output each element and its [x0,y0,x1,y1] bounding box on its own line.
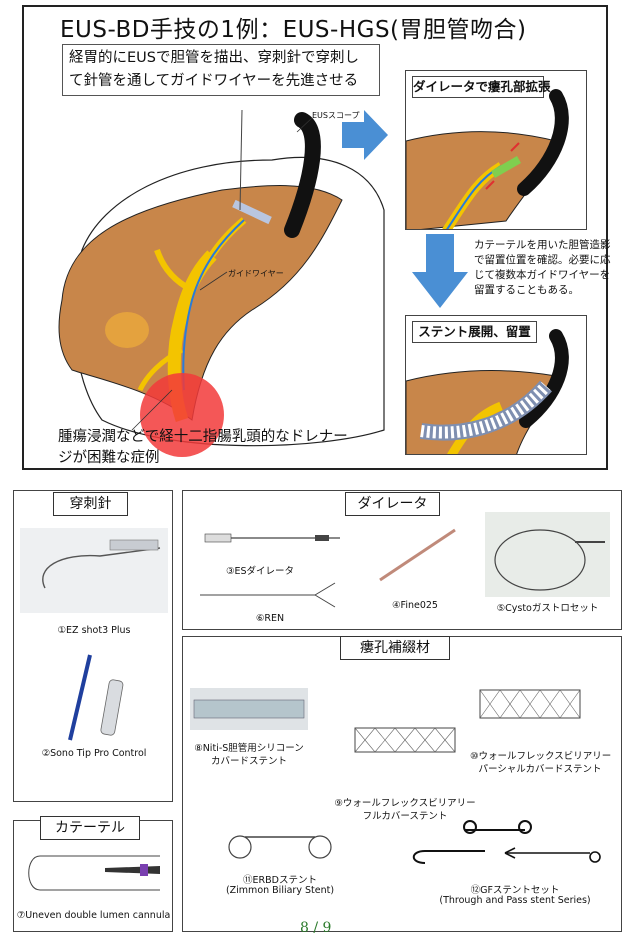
fistula-caption-10a: ⑩ウォールフレックスビリアリー [470,748,610,762]
dilator-caption-5: ⑤Cystoガストロセット [485,600,610,614]
erbd-stent-drawing [225,825,335,865]
dilator-panel-header: ダイレータで瘻孔部拡張 [412,76,544,98]
fistula-section-header: 瘻孔補綴材 [340,636,450,660]
ez-shot3-plus-photo [20,528,168,613]
dilator-section-header: ダイレータ [345,492,440,516]
niti-s-stent-photo [190,688,308,730]
label-guidewire: ガイドワイヤー [228,268,284,279]
fine025-drawing [370,525,460,585]
needle-caption-1: ①EZ shot3 Plus [20,625,168,636]
liver-main-illustration [22,90,392,470]
needle-section-header: 穿刺針 [53,492,128,516]
needle-caption-2: ②Sono Tip Pro Control [20,748,168,759]
dilator-caption-6: ⑥REN [240,613,300,624]
catheter-note: カテーテルを用いた胆管造影で留置位置を確認。必要に応じて複数本ガイドワイヤーを留… [474,238,614,298]
catheter-section-header: カテーテル [40,816,140,840]
wallflex-full-cover-drawing [340,720,470,760]
catheter-caption: ⑦Uneven double lumen cannula [16,910,171,921]
fistula-caption-12b: (Through and Pass stent Series) [420,895,610,906]
fistula-caption-11b: (Zimmon Biliary Stent) [215,885,345,896]
double-lumen-cannula-drawing [20,848,168,898]
dilator-caption-4: ④Fine025 [375,600,455,611]
page-number: 8 / 9 [300,920,331,936]
es-dilator-drawing [195,520,345,560]
right-arrow-icon [342,110,388,160]
callout-text: 経胃的にEUSで胆管を描出、穿刺針で穿刺して針管を通してガイドワイヤーを先進させ… [62,44,380,96]
sono-tip-pro-photo [55,650,145,745]
page-title: EUS-BD手技の1例：EUS-HGS(胃胆管吻合) [60,10,527,44]
wallflex-partial-cover-drawing [470,680,590,730]
ren-drawing [195,575,355,615]
stent-panel-header: ステント展開、留置 [412,321,537,343]
cysto-gastro-set-photo [485,512,610,597]
fistula-caption-9a: ⑨ウォールフレックスビリアリー [330,795,480,809]
down-arrow-icon [412,234,468,308]
fistula-caption-11a: ⑪ERBDステント [215,872,345,886]
fistula-caption-8b: カバードステント [190,753,308,767]
case-description: 腫瘍浸潤などで経十二指腸乳頭的なドレナージが困難な症例 [58,427,348,469]
fistula-caption-8a: ⑧Niti-S胆管用シリコーン [190,740,308,754]
fistula-caption-12a: ⑫GFステントセット [430,882,600,896]
gf-stent-set-drawing [405,815,605,875]
fistula-caption-10b: パーシャルカバードステント [470,761,610,775]
